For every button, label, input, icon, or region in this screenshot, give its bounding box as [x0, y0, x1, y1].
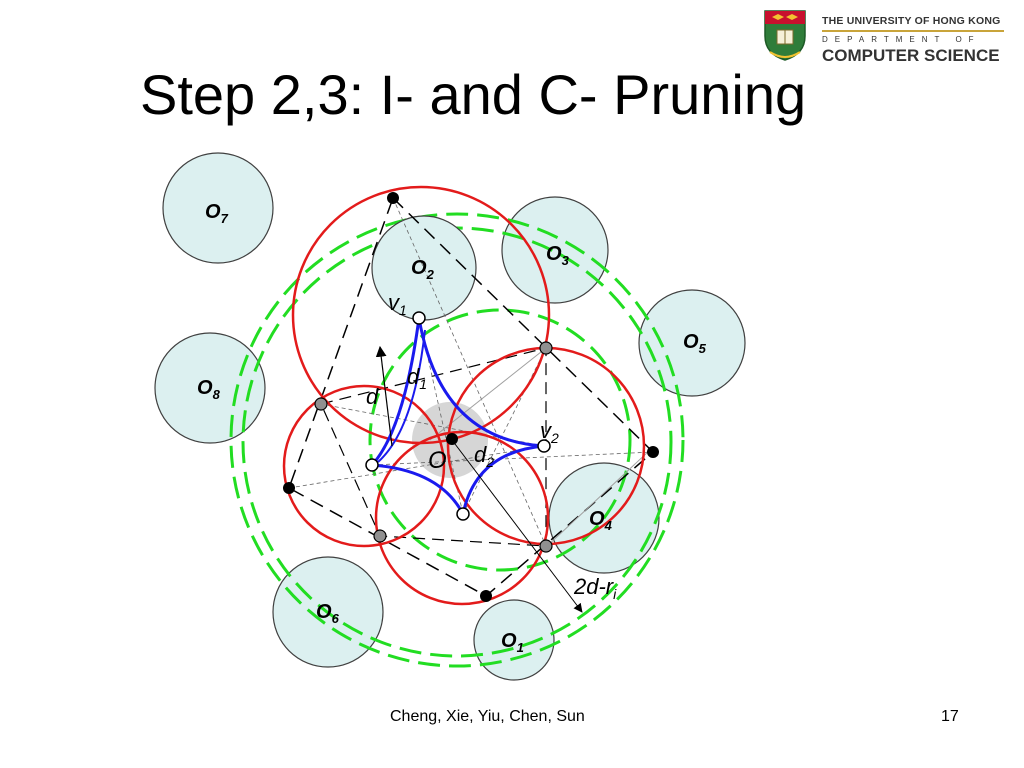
university-crest-icon	[764, 10, 806, 61]
label-o2: O2	[411, 257, 435, 282]
radius-arrow	[375, 345, 393, 447]
footer-authors: Cheng, Xie, Yiu, Chen, Sun	[390, 708, 585, 725]
object-o3	[501, 196, 609, 304]
label-d2: d2	[474, 442, 494, 470]
label-o7: O7	[205, 201, 229, 226]
school-name: COMPUTER SCIENCE	[822, 46, 1000, 65]
object-o7	[162, 152, 274, 264]
logo-divider	[822, 30, 1004, 32]
department-label: DEPARTMENT OF	[822, 35, 981, 44]
page-number: 17	[941, 708, 959, 725]
red-circles	[282, 185, 646, 606]
label-o3: O3	[546, 243, 570, 268]
label-d1: d1	[407, 364, 427, 392]
gray-points	[314, 341, 553, 553]
label-o5: O5	[683, 331, 707, 356]
object-o5	[638, 289, 746, 397]
university-name: THE UNIVERSITY OF HONG KONG	[822, 15, 1001, 27]
object-o8	[154, 332, 266, 444]
hollow-vertices	[365, 311, 551, 521]
black-points	[283, 192, 659, 602]
label-o8: O8	[197, 377, 221, 402]
object-o1	[473, 599, 555, 681]
label-center-o: O	[428, 447, 447, 474]
hku-cs-logo: THE UNIVERSITY OF HONG KONG DEPARTMENT O…	[762, 6, 1012, 66]
slide-title: Step 2,3: I- and C- Pruning	[140, 63, 807, 126]
label-o6: O6	[316, 601, 340, 626]
label-v1: v1	[388, 290, 407, 318]
label-far-distance: 2d-ri	[573, 574, 617, 602]
label-v2: v2	[540, 418, 559, 446]
object-circles	[154, 152, 746, 681]
blue-curves	[370, 317, 545, 515]
label-o1: O1	[501, 630, 524, 655]
label-d: d	[366, 384, 379, 409]
far-distance-arrow	[451, 439, 583, 613]
label-o4: O4	[589, 508, 613, 533]
gray-radius-line-2	[544, 449, 651, 549]
